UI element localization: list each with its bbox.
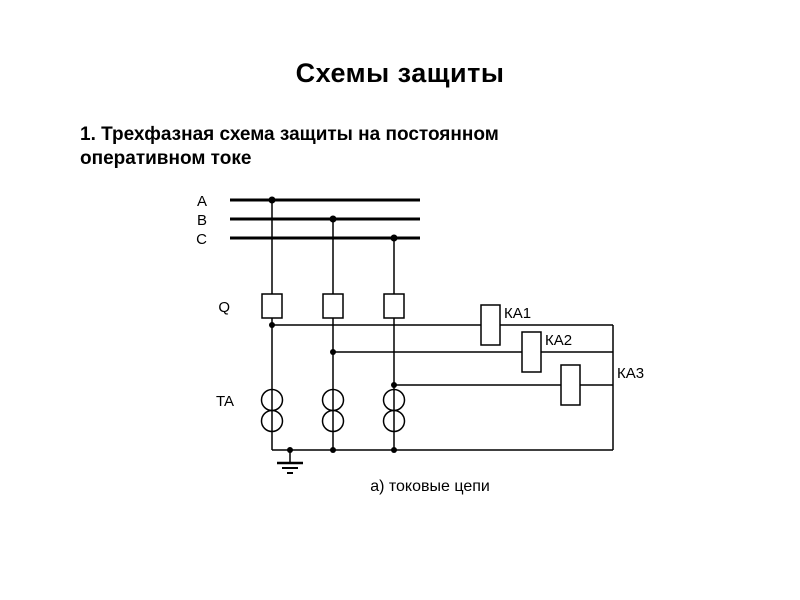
ct-secondary-circle [260, 409, 284, 433]
ct-symbol-phase-b [321, 388, 345, 433]
junction-dot [330, 447, 336, 453]
junction-dot [329, 215, 337, 223]
junction-dot [269, 322, 275, 328]
slide-subtitle: 1. Трехфазная схема защиты на постоянном… [80, 123, 720, 171]
slide-title: Схемы защиты [295, 58, 505, 88]
phase-label-a: A [197, 193, 207, 210]
diagram-caption: а) токовые цепи [370, 478, 490, 495]
relay-branch-wires [272, 324, 614, 451]
ground-icon [277, 450, 303, 474]
bus-lines [230, 198, 420, 240]
phase-label-b: B [197, 212, 207, 229]
relay-label-ka3: КА3 [617, 365, 644, 382]
junction-dot [390, 234, 398, 242]
breaker-box-q-c [383, 293, 405, 319]
relay-coil-ka2 [521, 331, 542, 373]
ct-secondary-circle [382, 409, 406, 433]
relay-label-ka1: КА1 [504, 305, 531, 322]
junction-dot [391, 447, 397, 453]
breaker-label: Q [218, 299, 230, 316]
relay-label-ka2: КА2 [545, 332, 572, 349]
subtitle-line-2: оперативном токе [80, 148, 252, 169]
breaker-box-q-a [261, 293, 283, 319]
relay-coil-ka1 [480, 304, 501, 346]
phase-label-c: C [196, 231, 207, 248]
ct-secondary-circle [321, 409, 345, 433]
junction-dot [330, 349, 336, 355]
junction-dot [391, 382, 397, 388]
relay-coil-ka3 [560, 364, 581, 406]
breaker-box-q-b [322, 293, 344, 319]
ct-symbol-phase-c [382, 388, 406, 433]
junction-dot [268, 196, 276, 204]
ct-symbol-phase-a [260, 388, 284, 433]
ct-label: TA [216, 393, 234, 410]
subtitle-line-1: 1. Трехфазная схема защиты на постоянном [80, 124, 499, 145]
